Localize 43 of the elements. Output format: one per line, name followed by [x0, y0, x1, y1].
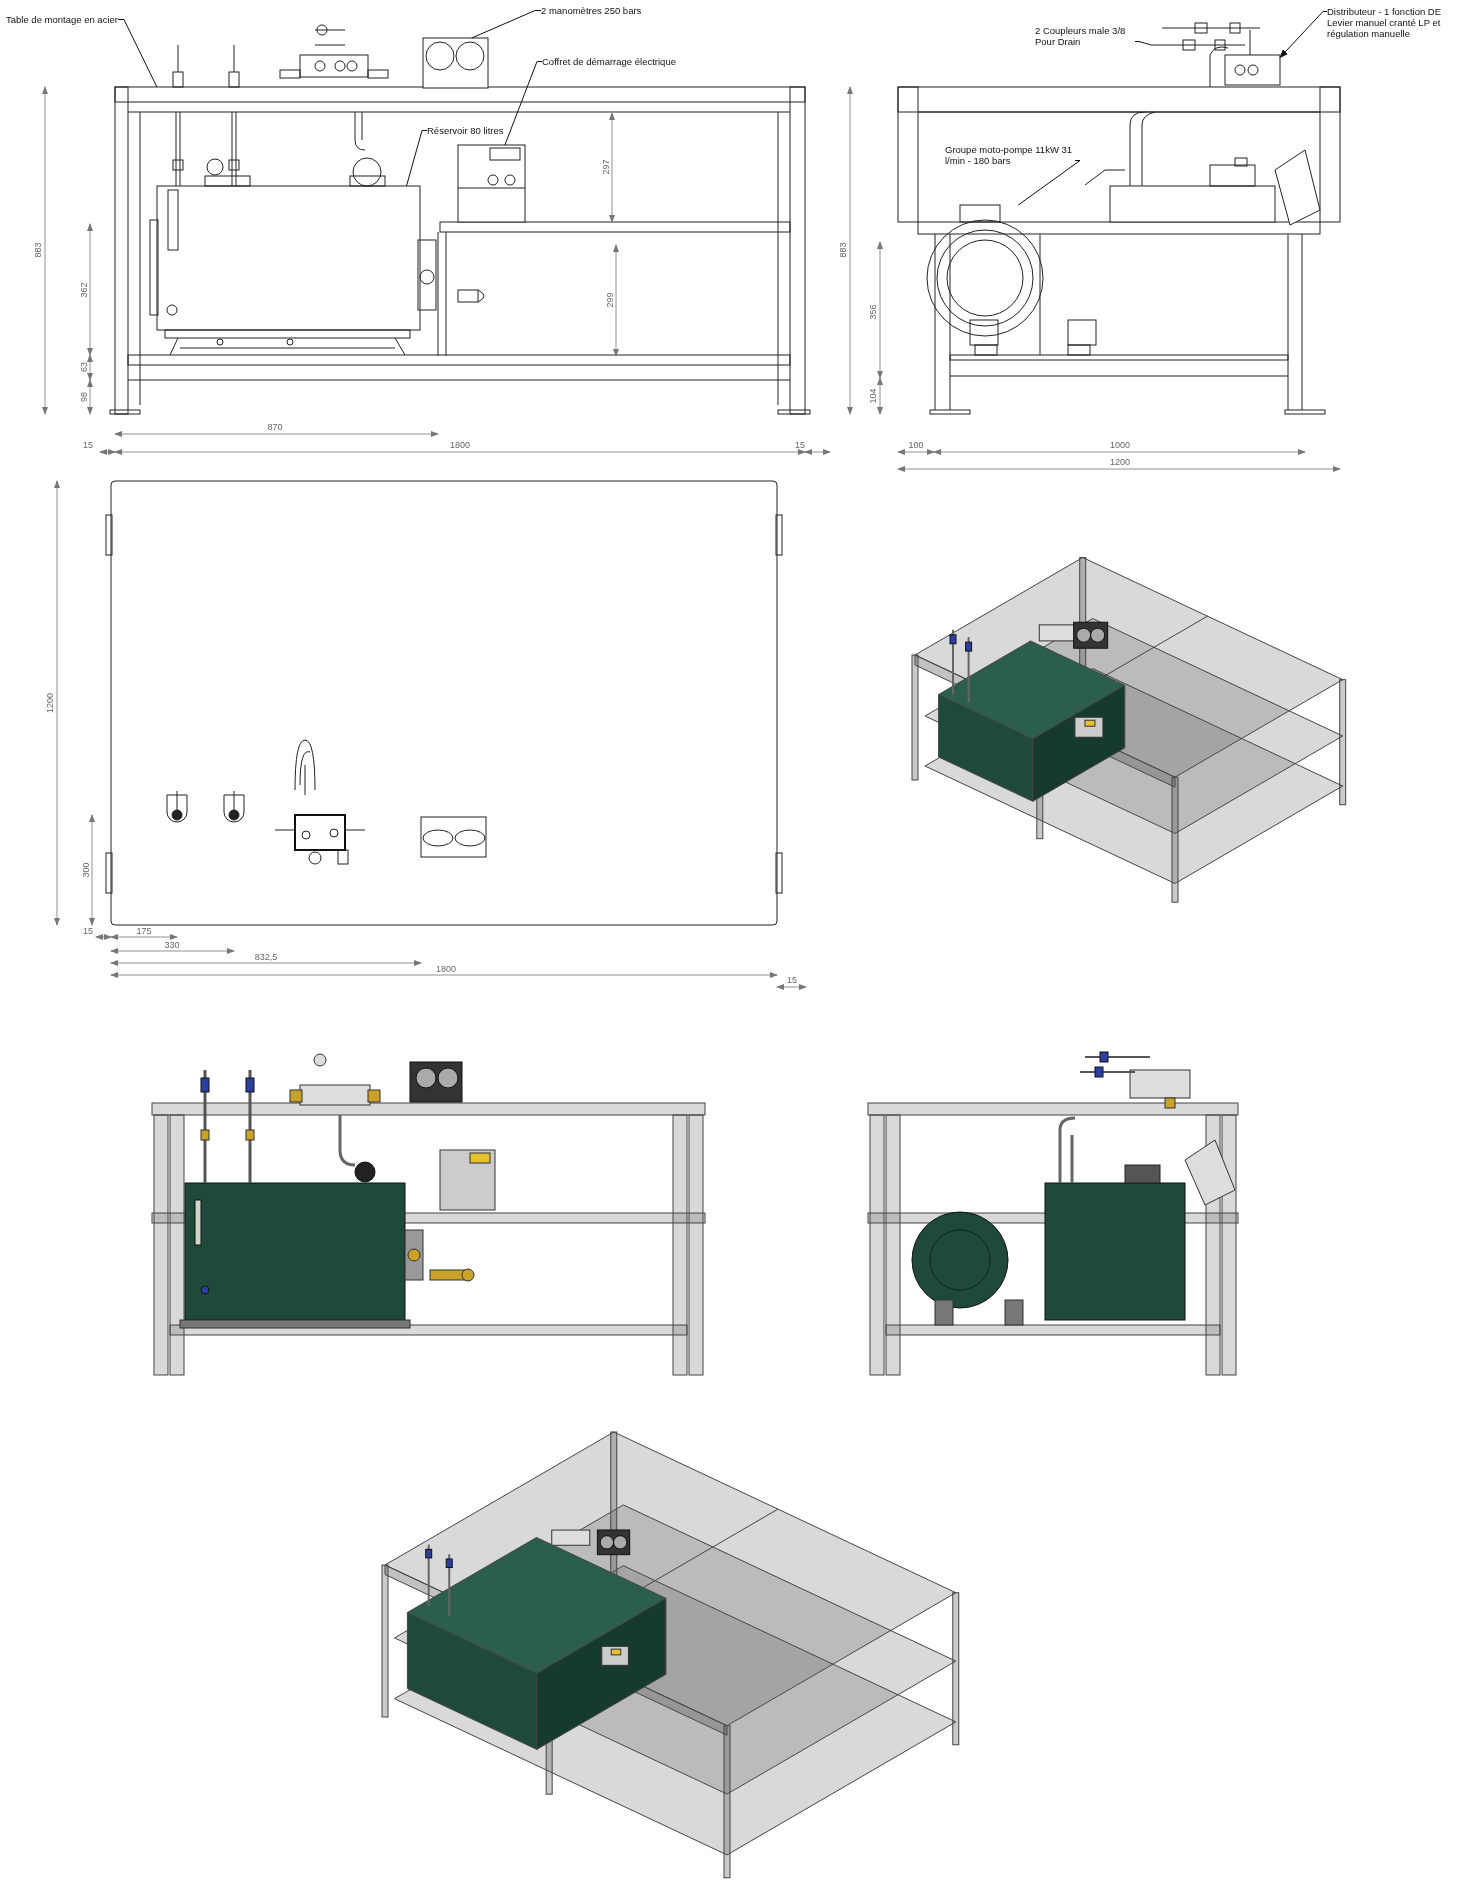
dimension-label: 297 — [601, 159, 611, 175]
tank-drawing — [149, 185, 421, 356]
leader-line — [504, 61, 543, 146]
motor-pump-drawing — [926, 204, 1097, 356]
table-frame-drawing — [109, 86, 811, 415]
dimension-label: 362 — [79, 282, 89, 298]
dimension-label: 883 — [838, 242, 848, 258]
dimension-label: 1000 — [1110, 440, 1130, 450]
leader-line — [1279, 11, 1328, 59]
dimension-label: 175 — [136, 926, 152, 936]
dimension-label: 330 — [164, 940, 180, 950]
dimension-label: 1200 — [1110, 457, 1130, 467]
dimension-label: 356 — [868, 304, 878, 320]
dimension-label: 100 — [908, 440, 924, 450]
leader-line — [1017, 160, 1081, 206]
dimension-label: 1200 — [45, 693, 55, 713]
callout-text: 2 Coupleurs male 3/8 Pour Drain — [1035, 25, 1135, 47]
dimension-label: 15 — [795, 440, 805, 450]
callout-text: 2 manomètres 250 bars — [541, 5, 642, 16]
dimension-label: 299 — [605, 292, 615, 308]
dimension-label: 870 — [267, 422, 283, 432]
dimension-label: 883 — [33, 242, 43, 258]
dimension-label: 63 — [79, 362, 89, 372]
dimension-label: 832,5 — [254, 952, 278, 962]
dimension-label: 15 — [83, 926, 93, 936]
dimension-label: 98 — [79, 392, 89, 402]
leader-line — [406, 130, 428, 187]
callout-text: Groupe moto-pompe 11kW 31 l/min - 180 bars — [945, 144, 1075, 166]
leader-line — [471, 10, 542, 39]
dimension-label: 15 — [83, 440, 93, 450]
dimension-label: 104 — [868, 388, 878, 404]
dimension-label: 1800 — [436, 964, 456, 974]
callout-text: Coffret de démarrage électrique — [542, 56, 676, 67]
dimension-label: 15 — [787, 975, 797, 985]
valve-drawing — [1224, 29, 1281, 86]
leader-line — [1134, 41, 1151, 46]
callout-text: Distributeur - 1 fonction DE Levier manuel cranté LP et régulation manuelle — [1327, 6, 1459, 39]
coupler-drawing — [1149, 22, 1261, 51]
leader-line — [117, 19, 158, 88]
dimension-label: 1800 — [450, 440, 470, 450]
dimension-label: 300 — [81, 862, 91, 878]
callout-text: Table de montage en acier — [6, 14, 118, 25]
gauge-panel-drawing — [422, 37, 489, 89]
